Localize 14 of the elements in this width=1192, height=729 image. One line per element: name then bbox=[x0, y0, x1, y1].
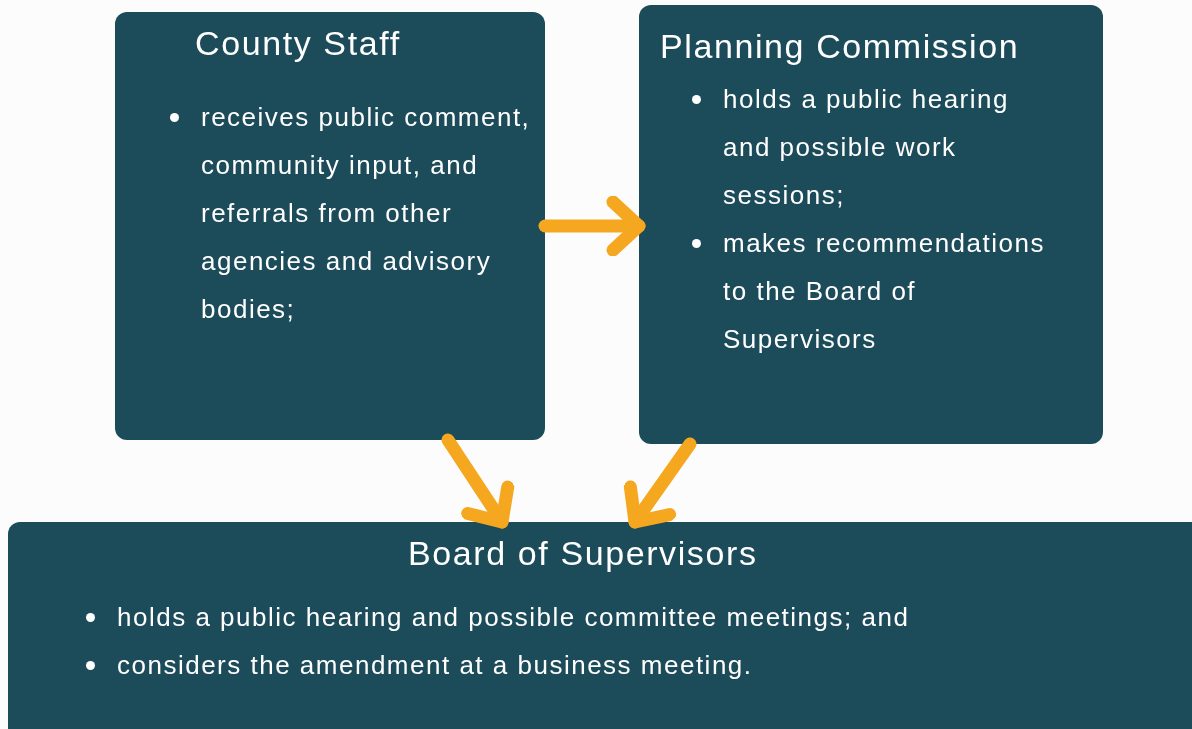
bullet-text: holds a public hearing and possible committee meetings; and bbox=[117, 601, 911, 634]
process-box bbox=[115, 12, 545, 440]
process-box bbox=[8, 522, 1192, 729]
bullet-text: receives public comment, community input, and referrals from other agencies and advisory bodies; bbox=[201, 101, 531, 326]
bullet-text: makes recommendations to the Board of Supervisors bbox=[723, 227, 1046, 356]
arrow bbox=[538, 195, 646, 257]
bullet-text: considers the amendment at a business meeting. bbox=[117, 649, 754, 682]
arrow bbox=[441, 433, 515, 529]
arrow bbox=[623, 437, 697, 529]
process-box bbox=[639, 5, 1103, 444]
box-heading: Board of Supervisors bbox=[408, 534, 758, 573]
box-heading: County Staff bbox=[195, 24, 401, 63]
box-heading: Planning Commission bbox=[660, 27, 1020, 66]
bullet-text: holds a public hearing and possible work sessions; bbox=[723, 83, 1010, 212]
